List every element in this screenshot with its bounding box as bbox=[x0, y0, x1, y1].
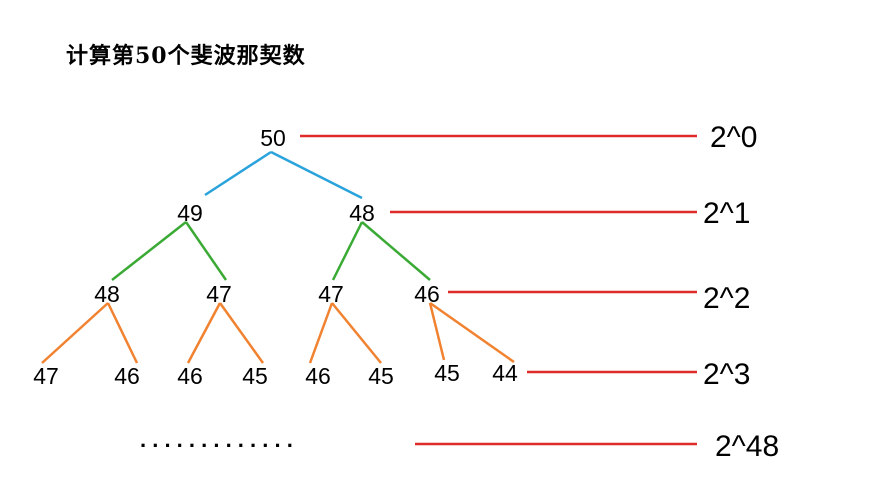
level-label-3: 2^3 bbox=[703, 358, 750, 391]
node-l1: 49 bbox=[177, 200, 203, 226]
edge bbox=[204, 150, 272, 197]
node-l3: 45 bbox=[434, 360, 460, 386]
diagram-title: 计算第50个斐波那契数 bbox=[66, 43, 306, 69]
edge bbox=[111, 221, 187, 281]
node-l3: 45 bbox=[368, 363, 394, 389]
edge bbox=[106, 302, 139, 364]
edge bbox=[361, 221, 431, 281]
node-l2: 47 bbox=[206, 281, 232, 307]
node-l2: 48 bbox=[94, 281, 120, 307]
node-l2: 47 bbox=[318, 281, 344, 307]
level-labels: 2^0 2^1 2^2 2^3 2^48 bbox=[703, 121, 779, 463]
level-lines bbox=[300, 134, 697, 446]
node-l1: 48 bbox=[349, 200, 375, 226]
edge bbox=[186, 302, 222, 364]
node-l3: 45 bbox=[242, 363, 268, 389]
level-label-0: 2^0 bbox=[710, 121, 757, 154]
ellipsis: . . . . . . . . . . . . . bbox=[140, 427, 293, 452]
node-l2: 46 bbox=[414, 281, 440, 307]
edge bbox=[41, 302, 109, 364]
level-label-48: 2^48 bbox=[715, 430, 779, 463]
edge bbox=[429, 301, 515, 364]
edge bbox=[270, 150, 363, 200]
edge bbox=[331, 302, 382, 364]
node-l3: 44 bbox=[492, 360, 518, 386]
edges-level3 bbox=[41, 301, 515, 364]
tree-nodes: 50 49 48 48 47 47 46 47 46 46 45 46 45 4… bbox=[33, 125, 518, 389]
level-label-1: 2^1 bbox=[703, 197, 750, 230]
edges-level2 bbox=[111, 221, 431, 281]
level-label-2: 2^2 bbox=[703, 282, 750, 315]
node-root: 50 bbox=[260, 125, 286, 151]
node-l3: 47 bbox=[33, 363, 59, 389]
edge bbox=[428, 302, 446, 361]
edge bbox=[218, 302, 265, 364]
node-l3: 46 bbox=[305, 363, 331, 389]
edge bbox=[184, 221, 228, 281]
edge bbox=[331, 221, 364, 281]
node-l3: 46 bbox=[177, 363, 203, 389]
edges-level1 bbox=[204, 150, 363, 200]
node-l3: 46 bbox=[114, 363, 140, 389]
edge bbox=[308, 302, 334, 364]
